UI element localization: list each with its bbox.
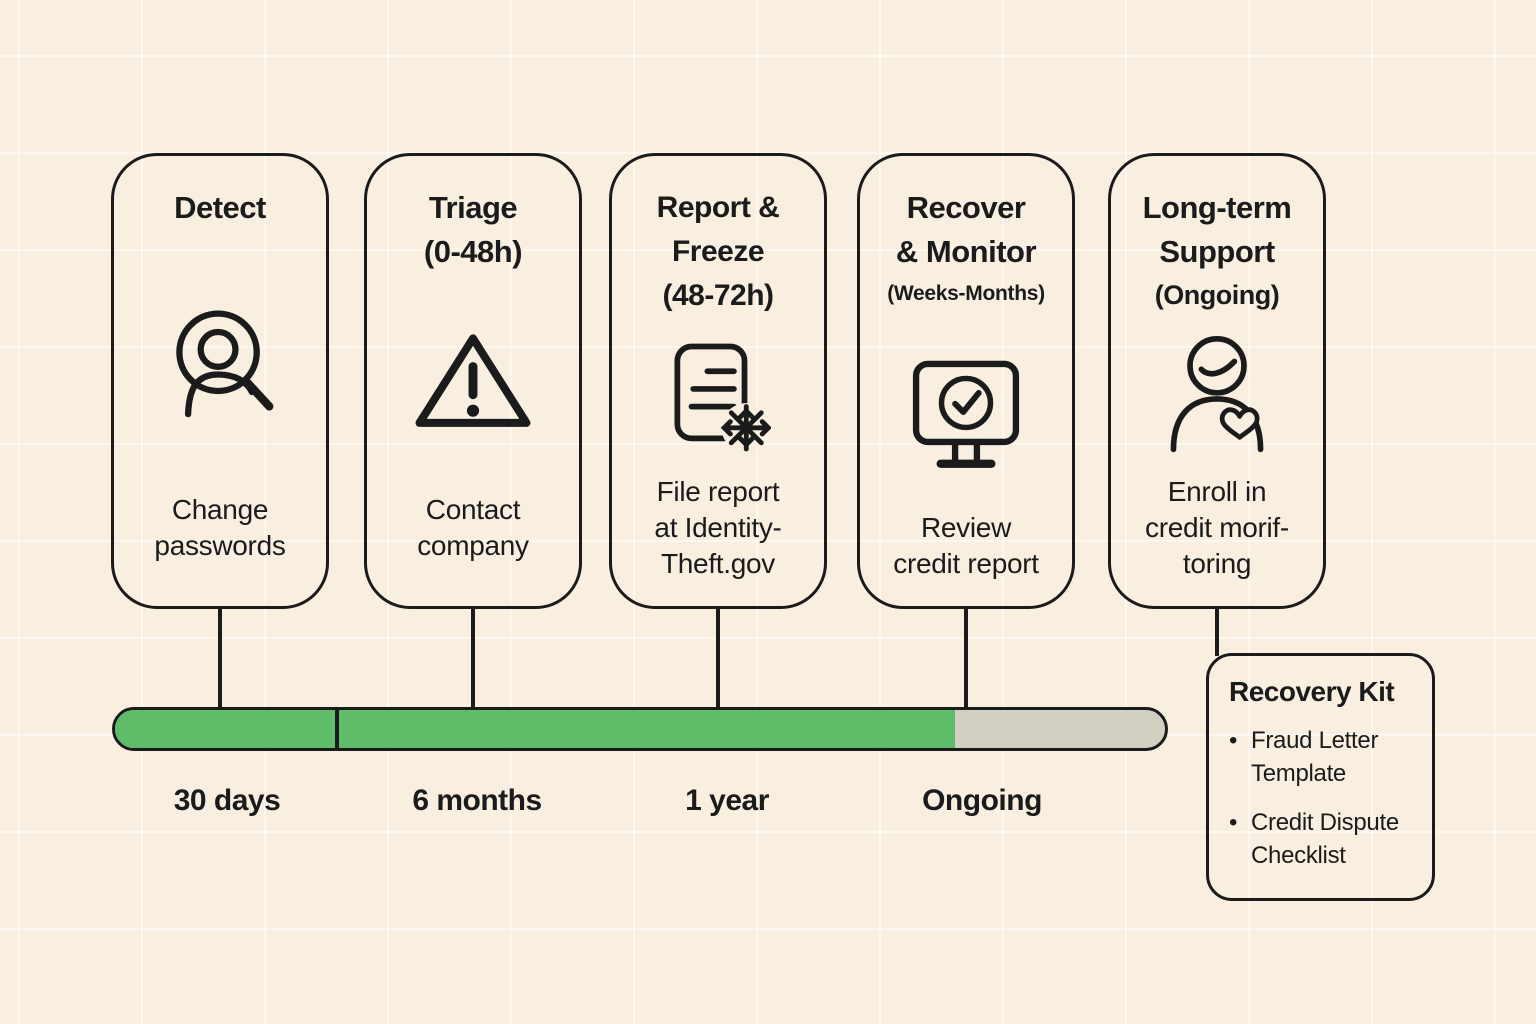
monitor-check-icon <box>907 353 1025 471</box>
card-triage-title-line: (0-48h) <box>423 234 523 269</box>
card-report-freeze-body: File report at Identity- Theft.gov <box>654 474 781 582</box>
connector-long-term-support <box>1215 606 1219 656</box>
body-line: File report <box>656 476 780 507</box>
body-line: passwords <box>154 530 286 561</box>
card-long-term-support-title: Long-term Support (Ongoing) <box>1143 186 1292 316</box>
card-triage-body: Contact company <box>417 492 529 564</box>
bullet-icon: • <box>1229 809 1238 836</box>
timeline-label-30-days: 30 days <box>173 784 281 817</box>
card-long-term-support-body: Enroll in credit morif- toring <box>1145 474 1289 582</box>
body-line: credit morif- <box>1145 512 1289 543</box>
card-detect-title: Detect <box>174 186 266 230</box>
card-long-term-support-subtitle: (Ongoing) <box>1154 280 1280 310</box>
timeline-bar <box>112 707 1168 751</box>
document-snowflake-icon <box>665 337 771 455</box>
body-line: at Identity- <box>654 512 782 543</box>
card-recover-monitor: Recover & Monitor (Weeks-Months) Review … <box>857 153 1075 609</box>
body-line: Contact <box>425 494 521 525</box>
card-report-freeze-title-line: Report & <box>656 191 780 224</box>
card-detect: Detect Change passwords <box>111 153 329 609</box>
card-triage: Triage (0-48h) Contact company <box>364 153 582 609</box>
body-line: toring <box>1182 548 1252 579</box>
recovery-kit-item: • Fraud Letter Template <box>1229 724 1418 790</box>
card-detect-title-line: Detect <box>174 190 266 225</box>
connector-recover-monitor <box>964 606 968 709</box>
card-detect-body: Change passwords <box>154 492 285 564</box>
warning-triangle-icon <box>412 328 534 438</box>
body-line: credit report <box>893 548 1039 579</box>
recovery-kit-item: • Credit Dispute Checklist <box>1229 806 1418 872</box>
person-magnifier-icon <box>162 301 278 421</box>
card-report-freeze-title-line: (48-72h) <box>662 279 774 312</box>
person-heart-icon <box>1163 334 1271 456</box>
card-triage-title-line: Triage <box>428 190 518 225</box>
connector-triage <box>471 606 475 709</box>
card-report-freeze-title-line: Freeze <box>671 235 765 268</box>
card-recover-monitor-title: Recover & Monitor (Weeks-Months) <box>887 186 1045 314</box>
connector-report-freeze <box>716 606 720 709</box>
timeline-label-1-year: 1 year <box>685 784 769 817</box>
recovery-kit-box: Recovery Kit • Fraud Letter Template • C… <box>1206 653 1435 901</box>
card-report-freeze: Report & Freeze (48-72h) File report at … <box>609 153 827 609</box>
timeline-label-ongoing: Ongoing <box>922 784 1042 817</box>
body-line: Theft.gov <box>660 548 775 579</box>
body-line: Enroll in <box>1167 476 1267 507</box>
connector-detect <box>218 606 222 709</box>
card-recover-monitor-subtitle: (Weeks-Months) <box>887 282 1045 305</box>
card-long-term-support-title-line: Support <box>1159 234 1275 269</box>
card-long-term-support-title-line: Long-term <box>1142 190 1292 225</box>
body-line: Review <box>920 512 1011 543</box>
timeline-segment-divider <box>335 710 339 748</box>
recovery-kit-title: Recovery Kit <box>1229 676 1395 707</box>
body-line: company <box>417 530 529 561</box>
recovery-kit-item-text: Fraud Letter Template <box>1251 727 1379 787</box>
recovery-kit-item-text: Credit Dispute Checklist <box>1251 809 1399 869</box>
bullet-icon: • <box>1229 727 1238 754</box>
timeline-progress-segment <box>115 710 955 748</box>
card-long-term-support: Long-term Support (Ongoing) Enroll in cr… <box>1108 153 1326 609</box>
card-recover-monitor-title-line: Recover <box>906 190 1026 225</box>
card-triage-title: Triage (0-48h) <box>423 186 523 274</box>
body-line: Change <box>171 494 269 525</box>
timeline-label-6-months: 6 months <box>412 784 542 817</box>
card-recover-monitor-title-line: & Monitor <box>895 234 1037 269</box>
card-recover-monitor-body: Review credit report <box>893 510 1039 582</box>
card-report-freeze-title: Report & Freeze (48-72h) <box>657 186 780 318</box>
